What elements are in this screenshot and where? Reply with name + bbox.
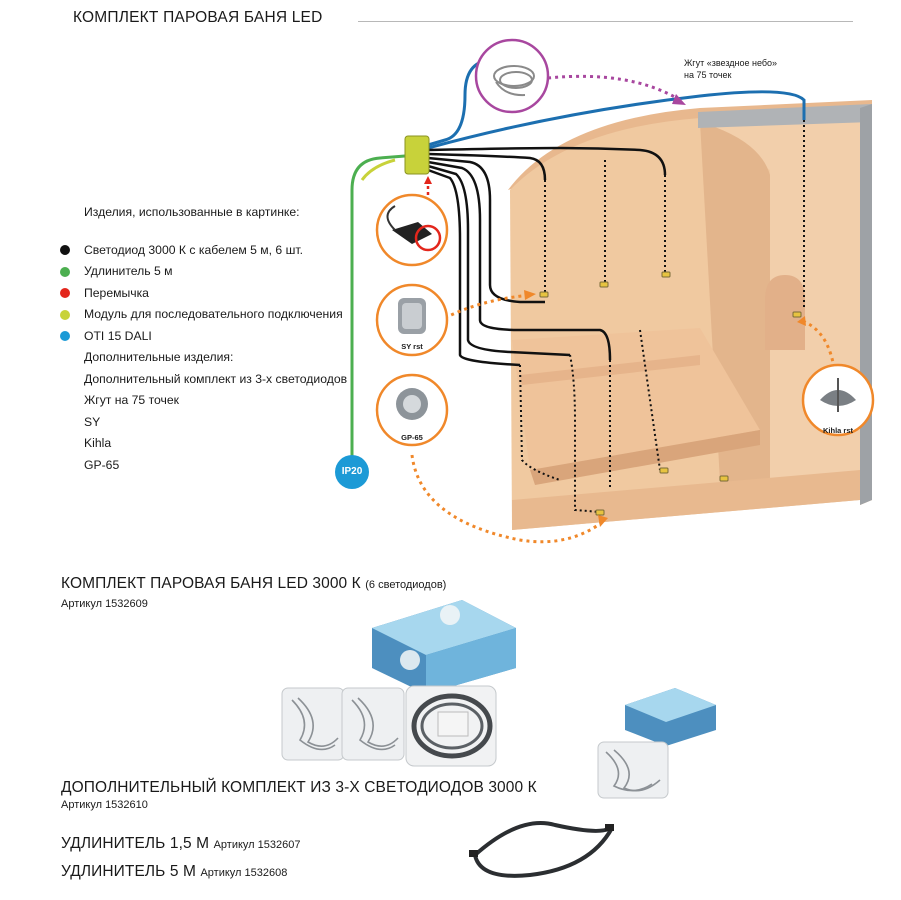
legend-extra-item: Жгут на 75 точек: [84, 393, 180, 407]
yellow-dot-icon: [60, 309, 70, 320]
extension-cable-photo: [469, 821, 614, 878]
legend-extra-item: GP-65: [84, 457, 120, 472]
legend-extra-item: Дополнительный комплект из 3-х светодиод…: [84, 371, 348, 386]
ext2-title: УДЛИНИТЕЛЬ 5 М Артикул 1532608: [61, 863, 288, 880]
starry-sky-callout-line1: Жгут «звездное небо»: [684, 58, 778, 68]
products-legend: Изделия, использованные в картинке: Свет…: [60, 202, 347, 476]
legend-item: Перемычка: [60, 283, 347, 305]
legend-item: Модуль для последовательного подключения: [60, 304, 347, 326]
cable-bags-photo: [281, 685, 497, 767]
page-title: КОМПЛЕКТ ПАРОВАЯ БАНЯ LED: [73, 9, 323, 26]
title-divider: [358, 21, 853, 22]
starry-sky-callout-line2: на 75 точек: [684, 70, 732, 80]
blue-dot-icon: [60, 331, 70, 342]
led-cables: [427, 146, 667, 367]
legend-extra-heading: Дополнительные изделия:: [84, 350, 234, 364]
extra-kit-photo: [597, 688, 716, 799]
kit1-article: Артикул 1532609: [61, 598, 148, 610]
red-dot-icon: [60, 288, 70, 299]
legend-item: Светодиод 3000 К с кабелем 5 м, 6 шт.: [60, 240, 347, 262]
gp65-label: GP-65: [401, 433, 423, 442]
kit2-article: Артикул 1532610: [61, 799, 148, 811]
legend-extra-item: SY: [84, 414, 101, 429]
kit1-title: КОМПЛЕКТ ПАРОВАЯ БАНЯ LED 3000 К (6 свет…: [61, 575, 447, 592]
legend-extra-item: Kihla: [84, 436, 112, 450]
kit2-title: ДОПОЛНИТЕЛЬНЫЙ КОМПЛЕКТ ИЗ 3-Х СВЕТОДИОД…: [61, 779, 537, 796]
ip20-badge: [335, 455, 369, 489]
sy-label: SY rst: [401, 342, 423, 351]
starry-sky-harness-callout: [474, 38, 550, 114]
extension-cable: [350, 154, 406, 460]
ip20-label: IP20: [341, 466, 363, 477]
legend-item: OTI 15 DALI: [60, 326, 347, 348]
green-dot-icon: [60, 266, 70, 277]
legend-item: Удлинитель 5 м: [60, 261, 347, 283]
legend-heading: Изделия, использованные в картинке:: [84, 205, 300, 219]
kit-box-photo: [372, 600, 516, 694]
serial-module: [404, 135, 430, 175]
ext1-title: УДЛИНИТЕЛЬ 1,5 М Артикул 1532607: [61, 835, 301, 852]
black-dot-icon: [60, 245, 70, 256]
kihla-label: Kihla rst: [822, 426, 853, 435]
